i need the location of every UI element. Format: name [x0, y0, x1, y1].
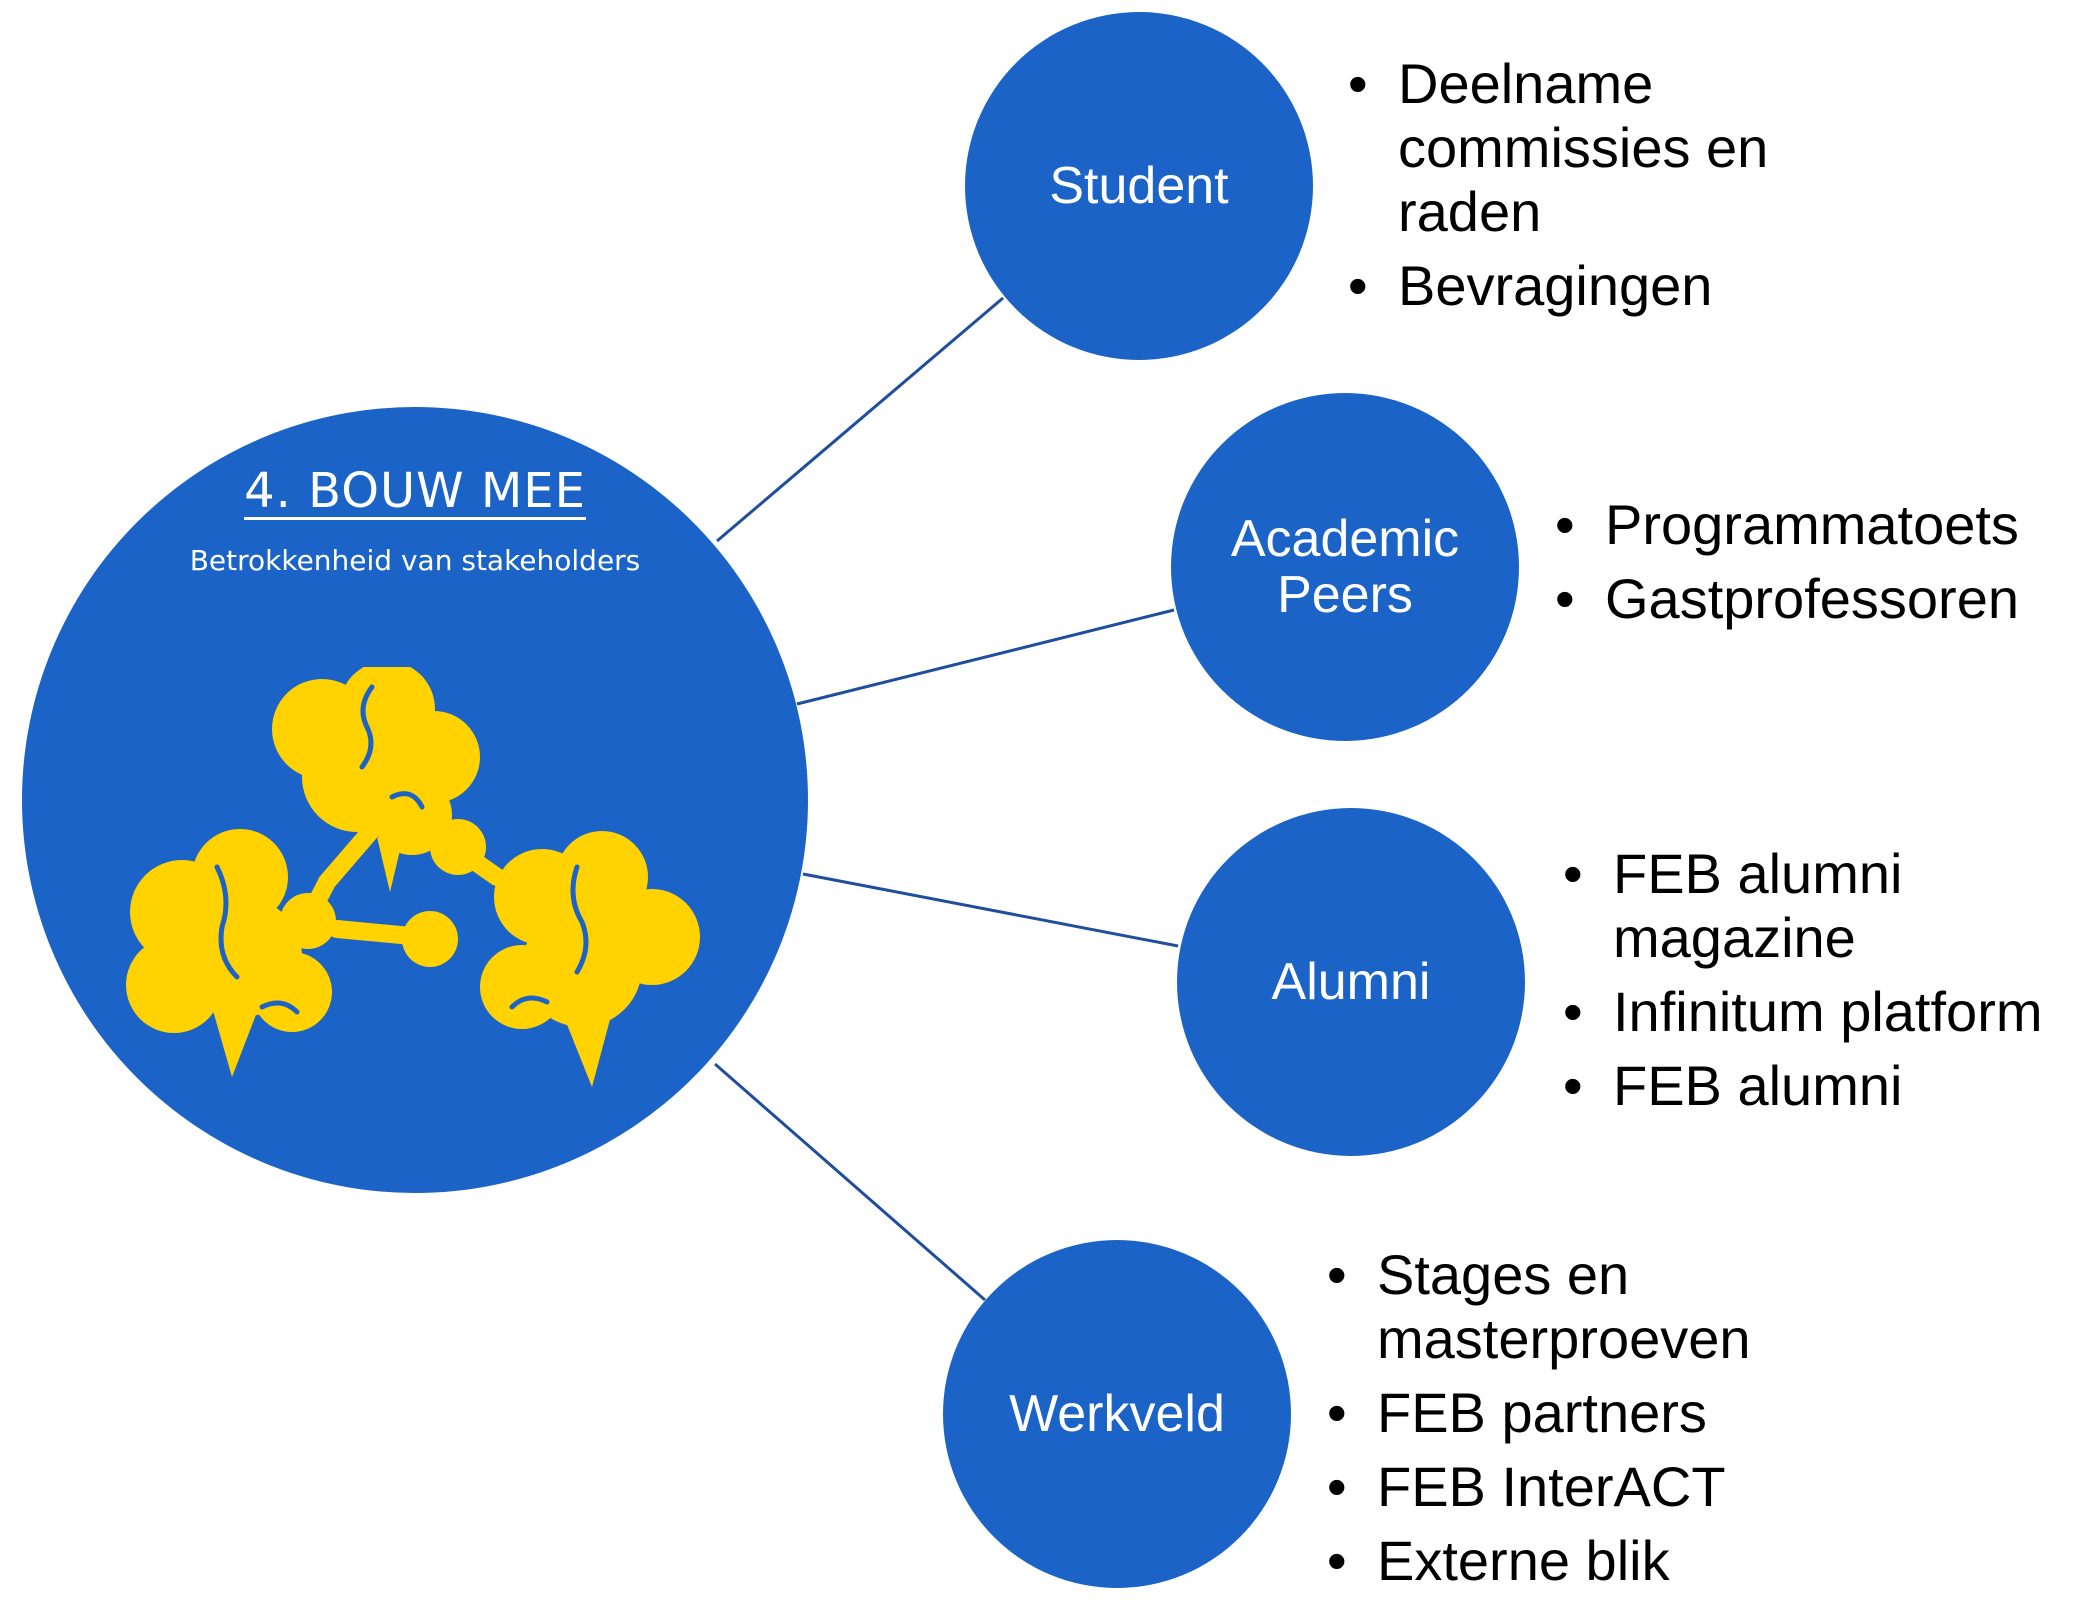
connector-alumni	[802, 872, 1179, 948]
node-label-werkveld: Werkveld	[1009, 1384, 1225, 1443]
list-item: FEB partners	[1327, 1381, 1847, 1445]
node-student: Student	[965, 12, 1313, 360]
node-werkveld: Werkveld	[943, 1240, 1291, 1588]
list-item: Bevragingen	[1348, 254, 1868, 318]
student-item-list: Deelname commissies en raden Bevragingen	[1348, 52, 1868, 328]
list-item: Stages en masterproeven	[1327, 1243, 1847, 1371]
list-item: Programmatoets	[1555, 493, 2095, 557]
connector-peers	[796, 608, 1175, 706]
node-academic-peers: Academic Peers	[1171, 393, 1519, 741]
list-item: Gastprofessoren	[1555, 567, 2095, 631]
hub-subtitle: Betrokkenheid van stakeholders	[189, 544, 641, 577]
list-item: FEB alumni magazine	[1563, 842, 2093, 970]
list-item: Infinitum platform	[1563, 980, 2093, 1044]
academic-peers-item-list: Programmatoets Gastprofessoren	[1555, 493, 2095, 641]
three-brains-network-icon	[126, 667, 700, 1087]
connector-werkveld	[714, 1062, 986, 1302]
node-label-student: Student	[1049, 156, 1229, 215]
node-alumni: Alumni	[1177, 808, 1525, 1156]
alumni-item-list: FEB alumni magazine Infinitum platform F…	[1563, 842, 2093, 1128]
list-item: Deelname commissies en raden	[1348, 52, 1868, 244]
list-item: FEB InterACT	[1327, 1455, 1847, 1519]
connector-student	[716, 296, 1004, 543]
node-label-alumni: Alumni	[1271, 952, 1431, 1011]
hub-title: 4. BOUW MEE	[244, 463, 586, 519]
hub-circle: 4. BOUW MEE Betrokkenheid van stakeholde…	[22, 407, 808, 1193]
node-label-academic-peers: Academic Peers	[1230, 509, 1460, 624]
list-item: FEB alumni	[1563, 1054, 2093, 1118]
list-item: Externe blik	[1327, 1529, 1847, 1593]
werkveld-item-list: Stages en masterproeven FEB partners FEB…	[1327, 1243, 1847, 1603]
